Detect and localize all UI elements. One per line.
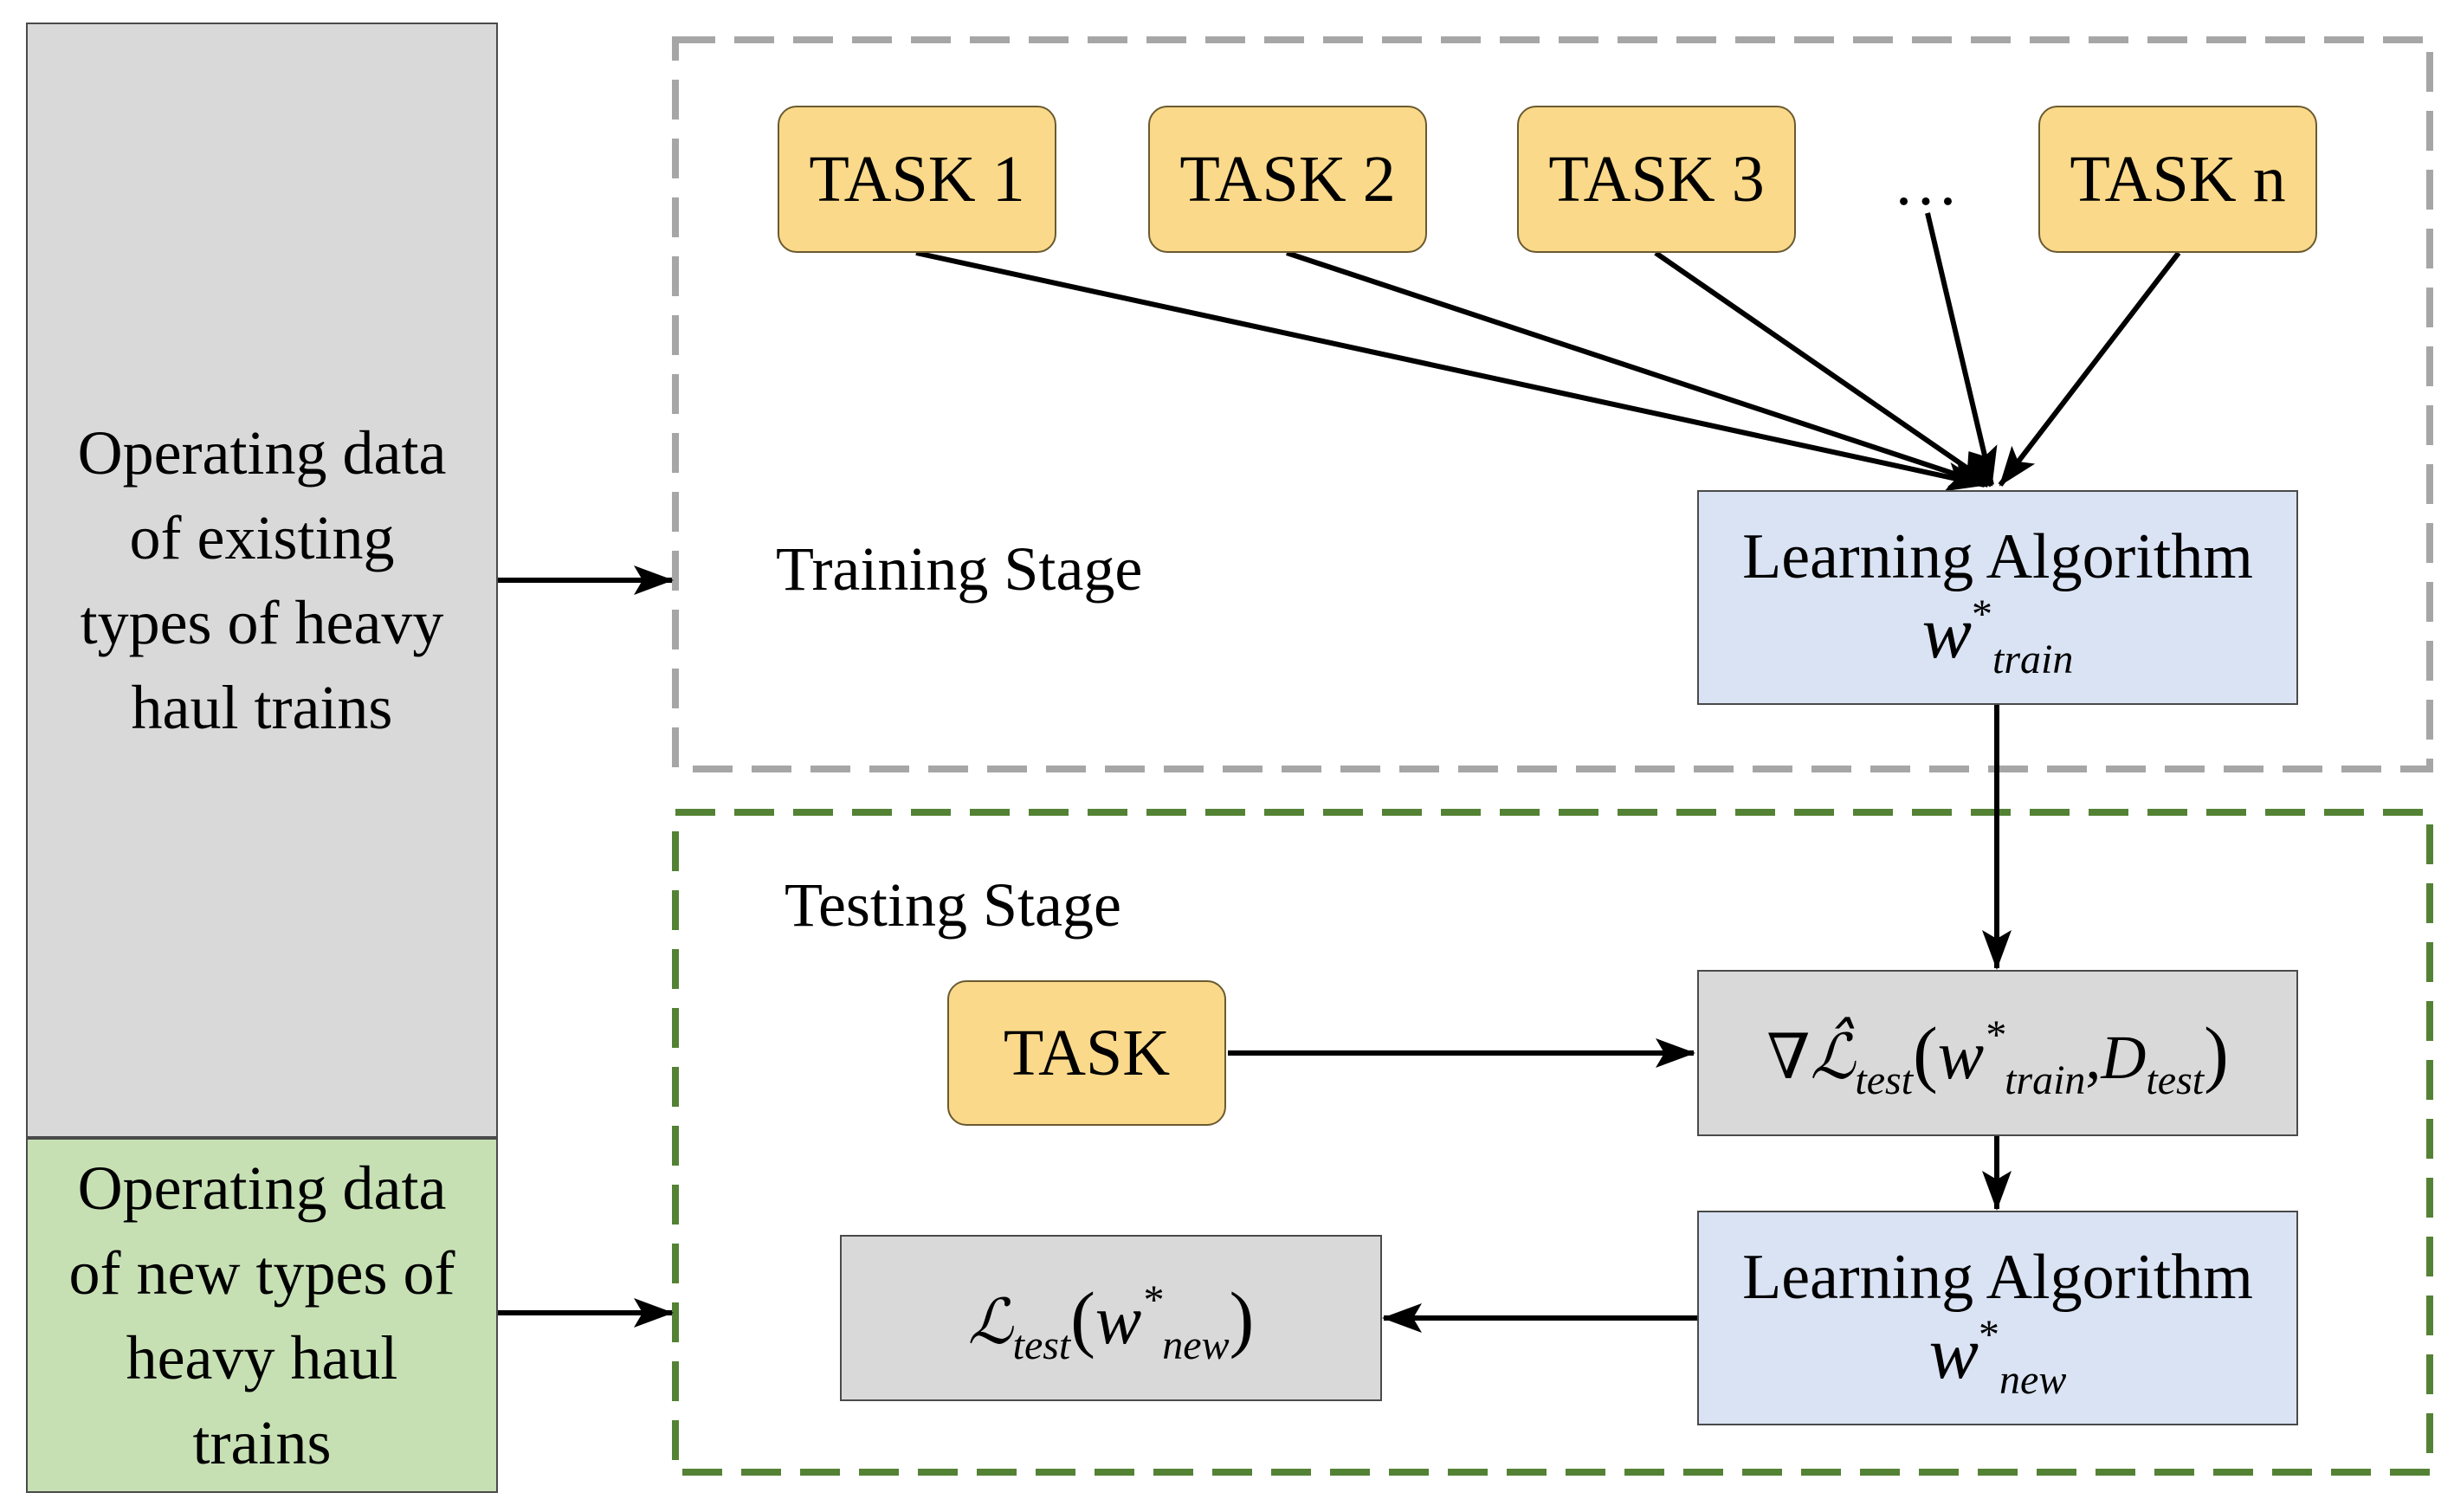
task-3-box: TASK 3 (1517, 106, 1796, 253)
task-1-label: TASK 1 (809, 142, 1025, 216)
new-data-line-3: heavy haul (126, 1323, 398, 1392)
arrow-taskn-to-algorithm (1998, 251, 2181, 487)
existing-train-data-box: Operating data of existing types of heav… (26, 23, 498, 1138)
new-learning-algorithm-box: Learning Algorithm w*new (1697, 1211, 2298, 1425)
arrow-task1-to-algorithm (915, 250, 1986, 492)
existing-data-line-4: haul trains (131, 673, 393, 742)
w-new-symbol: w*new (1928, 1310, 2067, 1403)
arrow-task3-to-algorithm (1654, 250, 1993, 488)
testing-task-label: TASK (1003, 1016, 1171, 1089)
test-loss-box: ℒtest(w*new) (840, 1235, 1382, 1401)
gradient-loss-box: ∇ℒ̂test(w*train,Dtest) (1697, 970, 2298, 1136)
task-ellipsis: … (1893, 146, 1959, 219)
existing-data-line-1: Operating data (77, 418, 447, 488)
new-data-line-4: trains (192, 1408, 332, 1477)
task-3-label: TASK 3 (1548, 142, 1765, 216)
arrow-task2-to-algorithm (1286, 250, 1990, 488)
task-n-label: TASK n (2070, 142, 2286, 216)
new-train-data-box: Operating data of new types of heavy hau… (26, 1138, 498, 1493)
task-2-box: TASK 2 (1148, 106, 1427, 253)
test-loss-expression: ℒtest(w*new) (967, 1276, 1255, 1368)
existing-data-line-2: of existing (129, 503, 395, 572)
training-stage-label: Training Stage (776, 534, 1143, 604)
testing-stage-label: Testing Stage (785, 870, 1121, 940)
testing-task-box: TASK (947, 980, 1226, 1126)
task-1-box: TASK 1 (778, 106, 1056, 253)
new-algorithm-title: Learning Algorithm (1742, 1241, 2253, 1313)
task-2-label: TASK 2 (1179, 142, 1396, 216)
training-learning-algorithm-box: Learning Algorithm w*train (1697, 490, 2298, 705)
new-data-line-1: Operating data (77, 1153, 447, 1223)
new-data-line-2: of new types of (68, 1238, 455, 1308)
existing-data-line-3: types of heavy (80, 588, 444, 657)
w-train-symbol: w*train (1921, 590, 2074, 682)
task-n-box: TASK n (2038, 106, 2317, 253)
arrow-ellipsis-to-algorithm (1925, 212, 1998, 487)
gradient-loss-expression: ∇ℒ̂test(w*train,Dtest) (1766, 1011, 2229, 1103)
training-algorithm-title: Learning Algorithm (1742, 520, 2253, 592)
